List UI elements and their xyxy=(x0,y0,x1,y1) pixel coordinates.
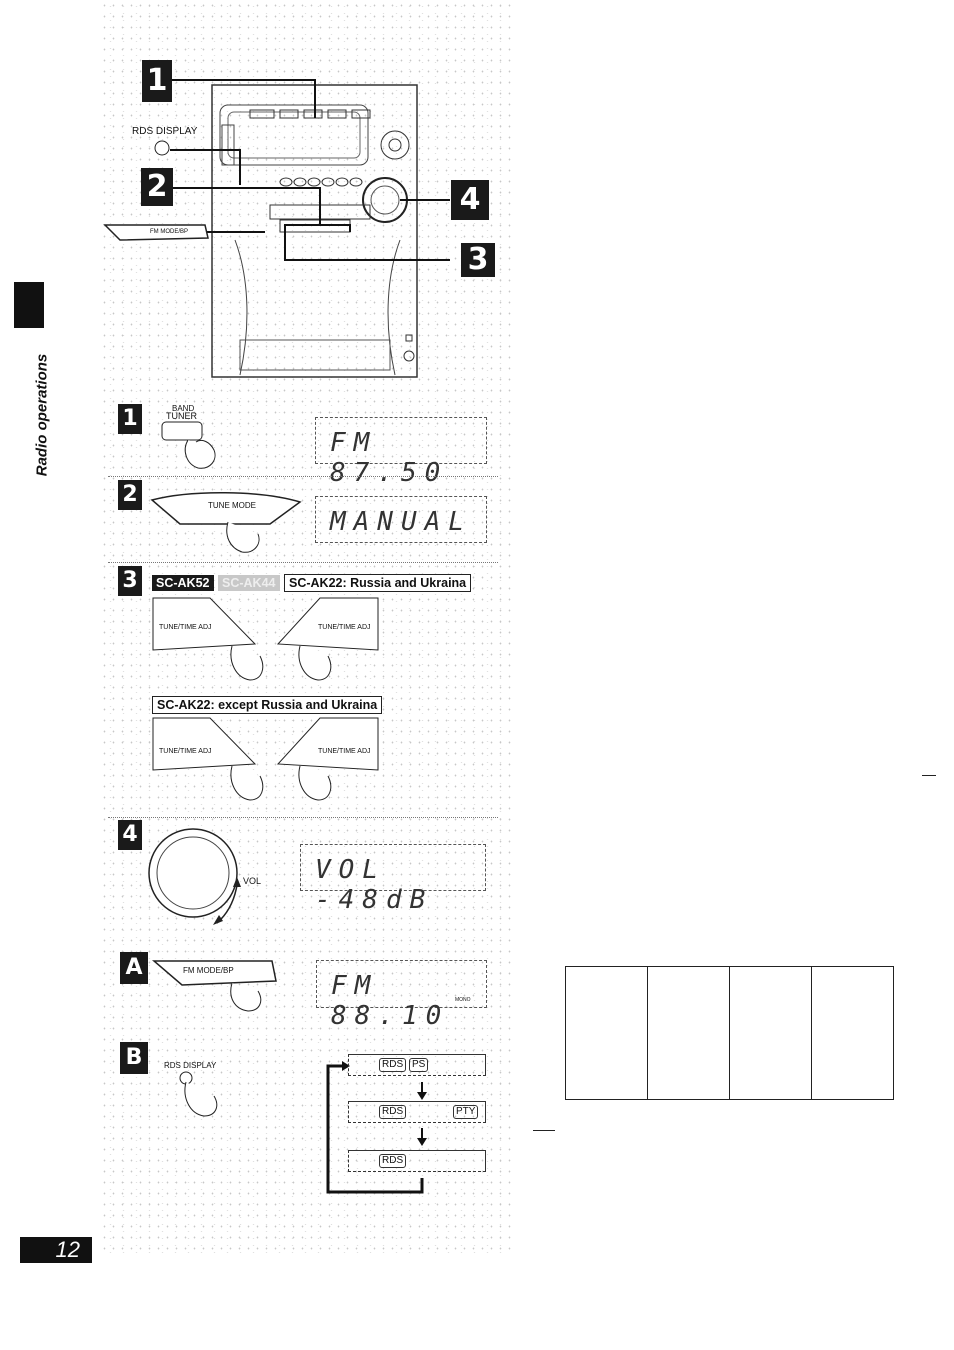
step-4-marker: 4 xyxy=(118,820,142,850)
tuner-label: TUNER xyxy=(166,411,197,421)
rds-display-label: RDS DISPLAY xyxy=(132,126,198,137)
model-tag-ak22-other: SC-AK22: except Russia and Ukraina xyxy=(152,696,383,714)
tune-buttons-hands-2 xyxy=(152,717,379,801)
volume-knob xyxy=(148,828,241,925)
fm-mode-label: FM MODE/BP xyxy=(183,966,234,975)
model-tag-ak52: SC-AK52 xyxy=(152,575,214,591)
page-number: 12 xyxy=(20,1237,92,1263)
callout-3: 3 xyxy=(461,243,495,277)
rds-display-button-label: RDS DISPLAY xyxy=(164,1061,217,1070)
display-step-1: FM 87.50 xyxy=(315,417,487,488)
rds-mode-ps: RDS PS xyxy=(348,1054,486,1076)
rds-mode-plain: RDS xyxy=(348,1150,486,1172)
tune-left-label-1: TUNE/TIME ADJ xyxy=(159,624,212,631)
tune-buttons-hands-1 xyxy=(152,597,379,681)
model-tag-ak22-ru: SC-AK22: Russia and Ukraina xyxy=(284,574,472,592)
display-step-4: VOL -48dB xyxy=(300,844,486,915)
tune-right-label-2: TUNE/TIME ADJ xyxy=(318,748,371,755)
tune-right-label-1: TUNE/TIME ADJ xyxy=(318,624,371,631)
rds-mode-pty: RDS PTY xyxy=(348,1101,486,1123)
tuner-button-hand xyxy=(161,421,216,469)
rds-cycle-arrows xyxy=(326,1061,427,1194)
callout-1: 1 xyxy=(142,60,172,102)
dash-mark xyxy=(533,1130,555,1131)
band-label: BAND xyxy=(172,404,195,413)
rds-display-button-hand xyxy=(179,1071,218,1117)
step-1-marker: 1 xyxy=(118,404,142,434)
tune-mode-button-hand xyxy=(150,491,302,553)
stereo-illustration xyxy=(103,79,450,378)
separator xyxy=(108,562,498,563)
section-tab xyxy=(14,282,44,328)
model-tag-ak44: SC-AK44 xyxy=(218,575,280,591)
fm-mode-button-hand xyxy=(152,960,277,1012)
callout-2: 2 xyxy=(141,168,173,206)
step-b-marker: B xyxy=(120,1042,148,1074)
callout-4: 4 xyxy=(451,180,489,220)
step-a-marker: A xyxy=(120,952,148,984)
mono-indicator: MONO xyxy=(455,997,471,1003)
separator xyxy=(108,476,498,477)
dash-mark xyxy=(922,775,936,776)
side-title: Radio operations xyxy=(33,353,51,477)
tune-left-label-2: TUNE/TIME ADJ xyxy=(159,748,212,755)
step-2-marker: 2 xyxy=(118,480,142,510)
empty-table xyxy=(565,966,894,1100)
step-3-marker: 3 xyxy=(118,566,142,596)
tune-mode-label: TUNE MODE xyxy=(208,501,256,510)
vol-label: VOL xyxy=(243,876,262,886)
display-step-a: FM 88.10 xyxy=(316,960,487,1031)
fm-mode-label-fig: FM MODE/BP xyxy=(150,229,189,235)
separator xyxy=(108,817,498,818)
display-step-2: MANUAL xyxy=(315,496,487,543)
